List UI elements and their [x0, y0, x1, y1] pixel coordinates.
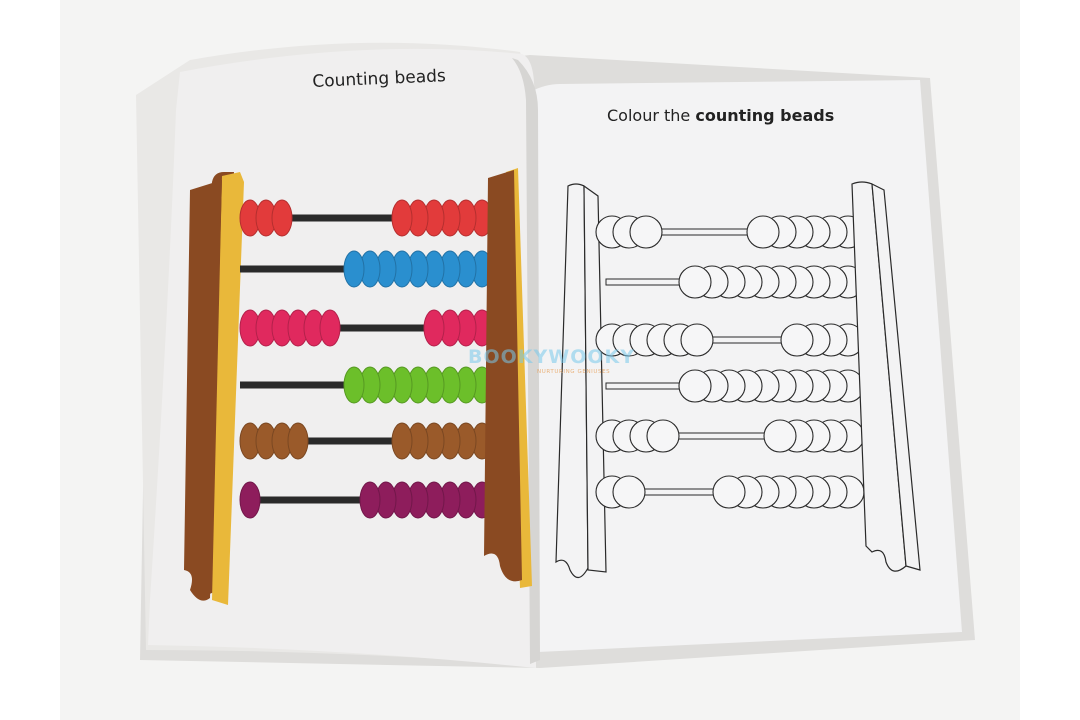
- outline-bead: [612, 475, 646, 509]
- right-title-bold: counting beads: [695, 106, 835, 125]
- right-page-title: Colour the counting beads: [607, 106, 834, 125]
- colored-abacus-illustration: [184, 168, 532, 605]
- outline-left-post-edge: [583, 184, 607, 573]
- left-post: [184, 180, 222, 601]
- bead: [391, 199, 413, 237]
- table-band-left: [0, 0, 60, 720]
- book-gutter: [512, 58, 540, 664]
- watermark-logo: BOOKYWOOKY: [468, 346, 636, 368]
- outline-right-post: [851, 181, 907, 572]
- bead: [391, 422, 413, 460]
- outline-bead: [763, 419, 797, 453]
- right-post: [484, 170, 522, 582]
- outline-bead: [629, 215, 663, 249]
- left-post-edge: [212, 172, 244, 605]
- outline-left-post: [555, 183, 589, 579]
- table-band-right: [1020, 0, 1080, 720]
- bead: [343, 250, 365, 288]
- bead: [271, 199, 293, 237]
- outline-right-post-edge: [871, 182, 921, 571]
- bead: [319, 309, 341, 347]
- watermark-tagline: NURTURING GENIUSES: [537, 369, 611, 375]
- outline-bead: [678, 265, 712, 299]
- outline-bead: [712, 475, 746, 509]
- outline-bead: [646, 419, 680, 453]
- bead: [343, 366, 365, 404]
- outline-bead: [780, 323, 814, 357]
- bead: [287, 422, 309, 460]
- outline-bead: [678, 369, 712, 403]
- bead: [423, 309, 445, 347]
- outline-abacus-illustration: [555, 181, 921, 579]
- bead: [239, 481, 261, 519]
- right-title-prefix: Colour the: [607, 106, 691, 125]
- outline-bead: [746, 215, 780, 249]
- bead: [359, 481, 381, 519]
- outline-bead: [680, 323, 714, 357]
